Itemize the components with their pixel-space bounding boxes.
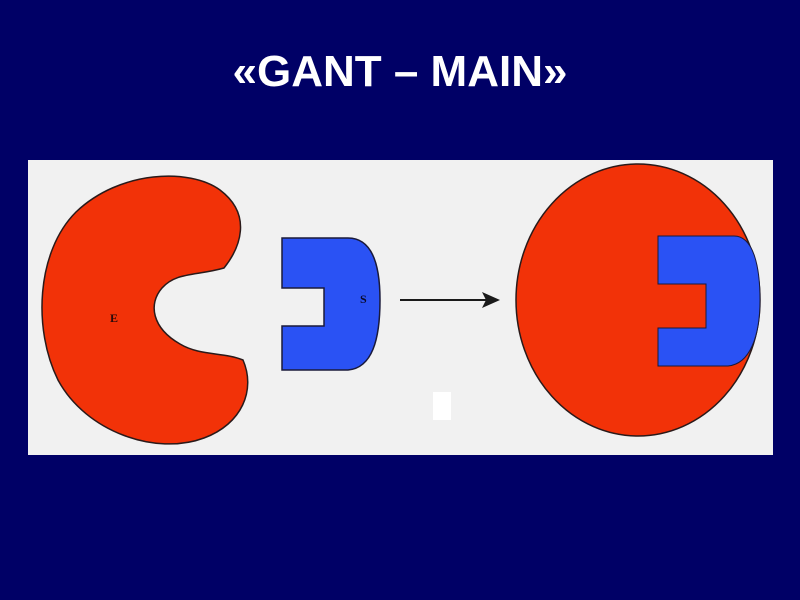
artifact-mark [433,392,451,420]
enzyme-substrate-diagram: E S [28,160,773,455]
substrate-label: S [360,292,367,306]
enzyme-label: E [110,311,118,325]
enzyme-shape [42,176,248,444]
slide-title: «GANT – MAIN» [0,50,800,94]
diagram-canvas: E S [28,160,773,455]
reaction-arrow [400,292,500,308]
